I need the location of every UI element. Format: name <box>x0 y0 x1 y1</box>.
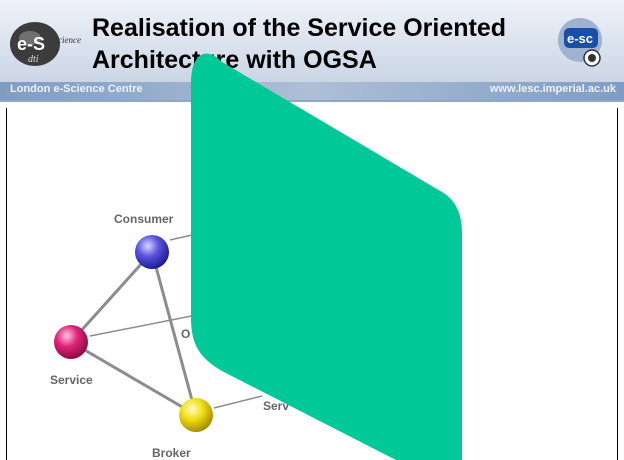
e-science-logo-script: cience <box>58 35 81 45</box>
service-label: Service <box>50 373 93 387</box>
header-rule <box>0 100 624 102</box>
green-parallelogram <box>191 53 462 460</box>
service-link-partial-label: Serv <box>263 399 290 413</box>
broker-node <box>179 398 213 432</box>
ogsa-partial-label: O <box>181 327 191 341</box>
edge-consumer-service <box>69 250 154 344</box>
lesc-logo-text: e-sc <box>567 31 593 46</box>
service-node <box>54 325 88 359</box>
slide-title-line-1: Realisation of the Service Oriented <box>92 14 507 42</box>
edge-service-broker <box>70 340 197 417</box>
broker-label: Broker <box>152 446 191 460</box>
e-science-logo-sub: dti <box>28 54 39 65</box>
slide-banner-strip: London e-Science Centre www.lesc.imperia… <box>0 82 624 100</box>
edge-consumer-broker <box>150 251 198 416</box>
lesc-logo: e-sc <box>558 18 602 67</box>
frame-left-edge <box>6 108 7 460</box>
org-name: London e-Science Centre <box>10 83 143 95</box>
frame-right-edge <box>617 108 618 460</box>
consumer-node <box>135 235 169 269</box>
org-url: www.lesc.imperial.ac.uk <box>489 83 616 95</box>
e-science-logo-letters: e-S <box>17 34 45 54</box>
consumer-label: Consumer <box>114 212 174 226</box>
e-science-logo: e-S cience dti <box>10 22 81 66</box>
link-broker-ogsa <box>213 395 263 409</box>
